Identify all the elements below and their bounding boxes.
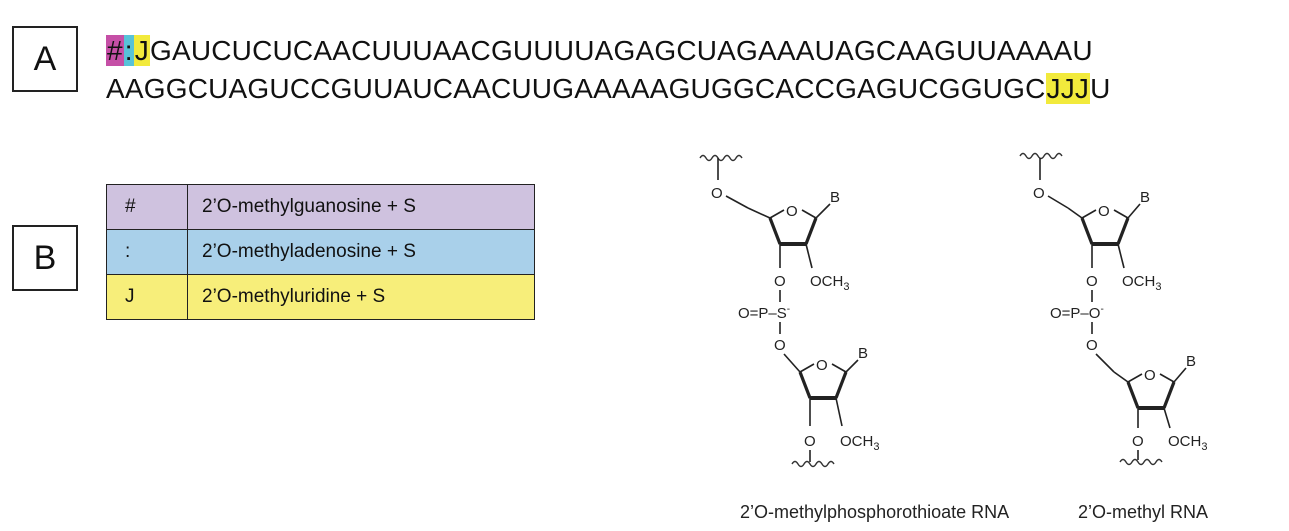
chain-continuation-squiggle — [791, 460, 835, 468]
sequence-line-1: #:JGAUCUCUCAACUUUAACGUUUUAGAGCUAGAAAUAGC… — [106, 34, 1093, 68]
phosphate-group-label: O=P–O- — [1050, 304, 1104, 322]
base-label: B — [1140, 189, 1150, 206]
methoxy-label: OCH3 — [1168, 433, 1207, 453]
ribose-ring — [1080, 209, 1130, 246]
legend-row-guanosine: # 2’O-methylguanosine + S — [106, 184, 535, 230]
modified-nucleotide: J — [133, 35, 150, 66]
base-label: B — [1186, 353, 1196, 370]
panel-label-a: A — [12, 26, 78, 92]
legend-symbol: J — [106, 274, 188, 320]
methoxy-label: OCH3 — [840, 433, 879, 453]
modified-nucleotide: # — [106, 35, 124, 66]
linker-oxygen-label: O — [804, 433, 816, 450]
base-label: B — [858, 345, 868, 362]
structure-phosphodiester: O O B OCH3 O O=P–O- O O B — [1019, 152, 1207, 466]
linker-oxygen-label: O — [711, 185, 723, 202]
structure-caption: 2’O-methyl RNA — [1078, 502, 1208, 522]
ring-oxygen-label: O — [1098, 203, 1110, 220]
linker-oxygen-label: O — [1086, 337, 1098, 354]
modified-nucleotide: JJJ — [1045, 73, 1091, 104]
structure-phosphorothioate: O O B OCH3 O O=P–S- O O — [699, 154, 879, 468]
methoxy-label: OCH3 — [810, 273, 849, 293]
ribose-ring — [798, 363, 848, 400]
base-label: B — [830, 189, 840, 206]
ring-oxygen-label: O — [816, 357, 828, 374]
legend-row-adenosine: : 2’O-methyladenosine + S — [106, 229, 535, 275]
linker-oxygen-label: O — [1086, 273, 1098, 290]
chain-continuation-squiggle — [699, 154, 743, 162]
panel-label-b: B — [12, 225, 78, 291]
chain-continuation-squiggle — [1119, 458, 1163, 466]
ring-oxygen-label: O — [1144, 367, 1156, 384]
sequence-line-2: AAGGCUAGUCCGUUAUCAACUUGAAAAAGUGGCACCGAGU… — [106, 72, 1111, 106]
sequence-segment: AAGGCUAGUCCGUUAUCAACUUGAAAAAGUGGCACCGAGU… — [106, 73, 1046, 104]
linker-oxygen-label: O — [1132, 433, 1144, 450]
modified-nucleotide: : — [123, 35, 134, 66]
legend-description: 2’O-methyluridine + S — [187, 274, 535, 320]
linker-oxygen-label: O — [774, 337, 786, 354]
legend-row-uridine: J 2’O-methyluridine + S — [106, 274, 535, 320]
phosphate-group-label: O=P–S- — [738, 304, 790, 322]
structure-caption: 2’O-methylphosphorothioate RNA — [740, 502, 1009, 522]
methoxy-label: OCH3 — [1122, 273, 1161, 293]
chain-continuation-squiggle — [1019, 152, 1063, 160]
sequence-segment: U — [1090, 73, 1111, 104]
ribose-ring — [768, 209, 818, 246]
ribose-ring — [1126, 373, 1176, 410]
sequence-segment: GAUCUCUCAACUUUAACGUUUUAGAGCUAGAAAUAGCAAG… — [149, 35, 1093, 66]
ring-oxygen-label: O — [786, 203, 798, 220]
linker-oxygen-label: O — [1033, 185, 1045, 202]
modification-legend-table: # 2’O-methylguanosine + S : 2’O-methylad… — [106, 184, 535, 320]
legend-symbol: : — [106, 229, 188, 275]
legend-description: 2’O-methyladenosine + S — [187, 229, 535, 275]
legend-description: 2’O-methylguanosine + S — [187, 184, 535, 230]
linker-oxygen-label: O — [774, 273, 786, 290]
legend-symbol: # — [106, 184, 188, 230]
